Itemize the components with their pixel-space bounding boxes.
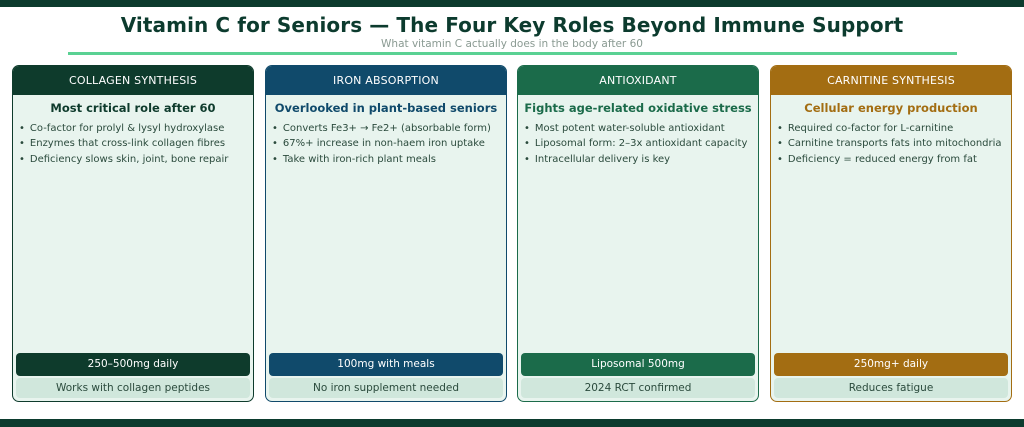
card-header: ANTIOXIDANT (518, 66, 758, 95)
bullet-list: Converts Fe3+ → Fe2+ (absorbable form) 6… (266, 121, 506, 167)
bullet-item: Most potent water-soluble antioxidant (524, 121, 758, 136)
bullet-item: Intracellular delivery is key (524, 152, 758, 167)
bullet-item: Deficiency slows skin, joint, bone repai… (19, 152, 253, 167)
title-underline (68, 52, 957, 55)
bullet-item: Converts Fe3+ → Fe2+ (absorbable form) (272, 121, 506, 136)
note-badge: Reduces fatigue (774, 378, 1008, 398)
dose-badge: 250mg+ daily (774, 353, 1008, 376)
card-iron-absorption: IRON ABSORPTION Overlooked in plant-base… (265, 65, 507, 402)
card-subtitle: Cellular energy production (804, 101, 978, 115)
bullet-item: Enzymes that cross-link collagen fibres (19, 136, 253, 151)
bullet-list: Co-factor for prolyl & lysyl hydroxylase… (13, 121, 253, 167)
bullet-item: Deficiency = reduced energy from fat (777, 152, 1011, 167)
dose-badge: 100mg with meals (269, 353, 503, 376)
bullet-list: Required co-factor for L-carnitine Carni… (771, 121, 1011, 167)
card-subtitle: Overlooked in plant-based seniors (274, 101, 498, 115)
note-badge: 2024 RCT confirmed (521, 378, 755, 398)
bullet-item: 67%+ increase in non-haem iron uptake (272, 136, 506, 151)
note-badge: No iron supplement needed (269, 378, 503, 398)
card-carnitine-synthesis: CARNITINE SYNTHESIS Cellular energy prod… (770, 65, 1012, 402)
page-subtitle: What vitamin C actually does in the body… (381, 38, 643, 50)
bullet-item: Liposomal form: 2–3x antioxidant capacit… (524, 136, 758, 151)
dose-badge: Liposomal 500mg (521, 353, 755, 376)
page-title: Vitamin C for Seniors — The Four Key Rol… (120, 13, 904, 37)
note-badge: Works with collagen peptides (16, 378, 250, 398)
bullet-list: Most potent water-soluble antioxidant Li… (518, 121, 758, 167)
card-subtitle: Most critical role after 60 (50, 101, 216, 115)
bullet-item: Required co-factor for L-carnitine (777, 121, 1011, 136)
card-header: IRON ABSORPTION (266, 66, 506, 95)
card-collagen-synthesis: COLLAGEN SYNTHESIS Most critical role af… (12, 65, 254, 402)
dose-badge: 250–500mg daily (16, 353, 250, 376)
bullet-item: Take with iron-rich plant meals (272, 152, 506, 167)
bullet-item: Carnitine transports fats into mitochond… (777, 136, 1011, 151)
card-antioxidant: ANTIOXIDANT Fights age-related oxidative… (517, 65, 759, 402)
card-header: COLLAGEN SYNTHESIS (13, 66, 253, 95)
top-bar (0, 0, 1024, 7)
card-subtitle: Fights age-related oxidative stress (524, 101, 752, 115)
card-header: CARNITINE SYNTHESIS (771, 66, 1011, 95)
bottom-bar (0, 419, 1024, 427)
bullet-item: Co-factor for prolyl & lysyl hydroxylase (19, 121, 253, 136)
